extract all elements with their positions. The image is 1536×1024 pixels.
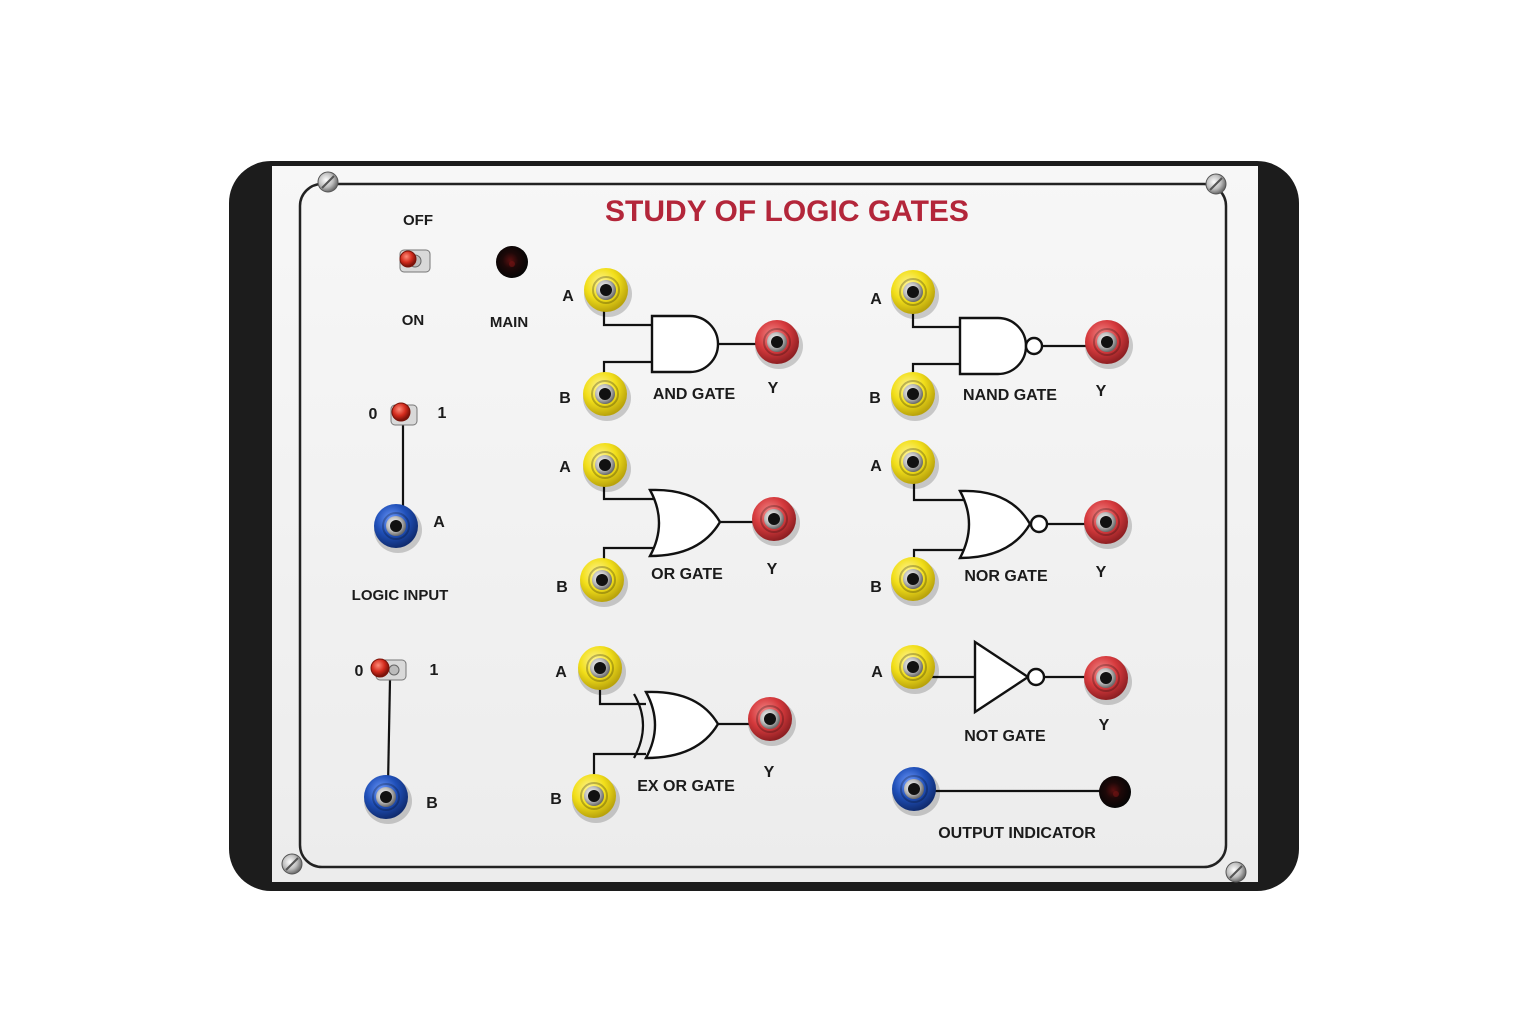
- and-gate-symbol: [650, 314, 720, 374]
- switch-a-zero-label: 0: [369, 406, 378, 423]
- not-gate-output-label: Y: [1099, 717, 1110, 734]
- or-gate-name: OR GATE: [651, 566, 723, 583]
- and-gate-input-b-label: B: [559, 390, 571, 407]
- nor-gate-symbol: [958, 489, 1032, 560]
- panel-border: [298, 182, 1228, 869]
- logic-output-a-socket[interactable]: [374, 504, 422, 553]
- main-led-icon: [496, 246, 528, 278]
- logic-switch-a[interactable]: [390, 402, 418, 426]
- power-off-label: OFF: [403, 212, 433, 229]
- screw-top-left-icon: [317, 171, 339, 193]
- and-gate-name: AND GATE: [653, 386, 736, 403]
- nor-gate-output-socket[interactable]: [1084, 500, 1132, 549]
- socket-layer: [364, 268, 1133, 824]
- nor-gate-input-a-socket[interactable]: [891, 440, 939, 489]
- nor-gate-output-label: Y: [1096, 564, 1107, 581]
- screw-bottom-left-icon: [281, 853, 303, 875]
- and-gate-input-a-socket[interactable]: [584, 268, 632, 317]
- xor-gate-output-socket[interactable]: [748, 697, 796, 746]
- main-label: MAIN: [490, 314, 528, 331]
- nand-gate-output-label: Y: [1096, 383, 1107, 400]
- nand-gate-symbol: [958, 316, 1028, 376]
- nor-gate-input-b-socket[interactable]: [891, 557, 939, 606]
- page-title: STUDY OF LOGIC GATES: [605, 195, 969, 228]
- logic-input-label: LOGIC INPUT: [352, 587, 449, 604]
- logic-switch-b[interactable]: [370, 658, 407, 681]
- and-gate-output-label: Y: [768, 380, 779, 397]
- nor-gate-input-b-label: B: [870, 579, 882, 596]
- output-indicator-input-socket[interactable]: [892, 767, 940, 816]
- switch-b-zero-label: 0: [355, 663, 364, 680]
- xor-gate-symbol: [643, 690, 720, 760]
- output-indicator-led-icon: [1099, 776, 1131, 808]
- or-gate-output-socket[interactable]: [752, 497, 800, 546]
- and-gate-output-socket[interactable]: [755, 320, 803, 369]
- and-gate-input-a-label: A: [562, 288, 574, 305]
- xor-gate-input-a-socket[interactable]: [578, 646, 626, 695]
- xor-gate-circuit: [592, 667, 768, 795]
- nand-gate-input-a-label: A: [870, 291, 882, 308]
- power-on-label: ON: [402, 312, 425, 329]
- logic-output-b-label: B: [426, 795, 438, 812]
- xor-gate-input-a-label: A: [555, 664, 567, 681]
- switch-a-one-label: 1: [438, 405, 447, 422]
- switch-b-one-label: 1: [430, 662, 439, 679]
- nor-gate-name: NOR GATE: [964, 568, 1048, 585]
- xor-gate-output-label: Y: [764, 764, 775, 781]
- or-gate-input-a-label: A: [559, 459, 571, 476]
- not-gate-name: NOT GATE: [964, 728, 1046, 745]
- or-gate-input-a-socket[interactable]: [583, 443, 631, 492]
- nand-gate-input-b-socket[interactable]: [891, 372, 939, 421]
- nor-gate-circuit: [912, 461, 1104, 575]
- xor-gate-input-b-socket[interactable]: [572, 774, 620, 823]
- or-gate-symbol: [647, 488, 722, 558]
- logic-output-b-socket[interactable]: [364, 775, 412, 824]
- not-gate-output-socket[interactable]: [1084, 656, 1132, 705]
- nand-gate-output-socket[interactable]: [1085, 320, 1133, 369]
- and-gate-input-b-socket[interactable]: [583, 372, 631, 421]
- nand-gate-name: NAND GATE: [963, 387, 1057, 404]
- nand-gate-input-b-label: B: [869, 390, 881, 407]
- xor-gate-name: EX OR GATE: [637, 778, 735, 795]
- nand-gate-input-a-socket[interactable]: [891, 270, 939, 319]
- screw-bottom-right-icon: [1225, 861, 1247, 883]
- not-gate-symbol: [973, 639, 1031, 715]
- or-gate-input-b-label: B: [556, 579, 568, 596]
- screw-top-right-icon: [1205, 173, 1227, 195]
- power-toggle-switch[interactable]: [399, 249, 431, 273]
- output-indicator-label: OUTPUT INDICATOR: [938, 825, 1096, 842]
- not-gate-input-a-socket[interactable]: [891, 645, 939, 694]
- nor-gate-input-a-label: A: [870, 458, 882, 475]
- or-gate-output-label: Y: [767, 561, 778, 578]
- nand-gate-circuit: [911, 293, 1105, 394]
- xor-gate-input-b-label: B: [550, 791, 562, 808]
- not-gate-input-a-label: A: [871, 664, 883, 681]
- or-gate-input-b-socket[interactable]: [580, 558, 628, 607]
- logic-output-a-label: A: [433, 514, 445, 531]
